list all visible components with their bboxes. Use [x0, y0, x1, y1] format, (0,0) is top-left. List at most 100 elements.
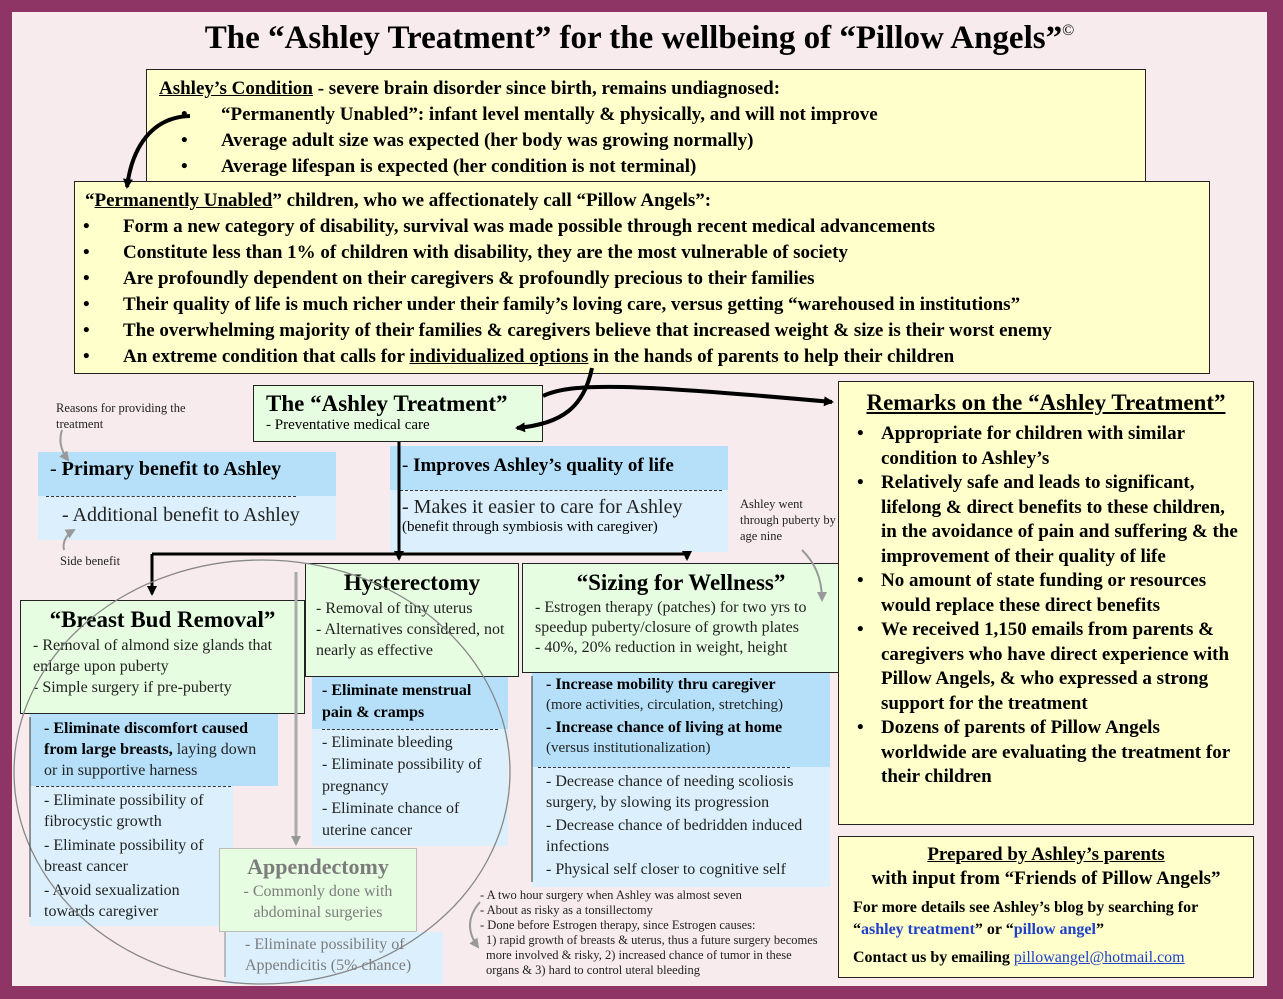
divider [322, 729, 498, 730]
individualized-options: individualized options [409, 346, 589, 367]
sizing-desc: - 40%, 20% reduction in weight, height [535, 639, 788, 656]
dash: - [402, 455, 414, 476]
pillow-angels-item: Are profoundly dependent on their caregi… [61, 266, 1199, 292]
condition-item: Average adult size was expected (her bod… [159, 128, 1133, 154]
condition-heading: Ashley’s Condition [159, 78, 313, 99]
condition-item: Average lifespan is expected (her condit… [159, 154, 1133, 180]
appendectomy-secondary: - Eliminate possibility of Appendicitis … [225, 932, 443, 984]
prepared-by: Prepared by Ashley’s parents [927, 844, 1165, 865]
divider [538, 767, 790, 768]
breast-bud-desc: - Removal of almond size glands that enl… [33, 637, 273, 675]
sizing-title: “Sizing for Wellness” [576, 570, 786, 595]
sizing-desc: - Estrogen therapy (patches) for two yrs… [535, 599, 807, 636]
search-term-pillow-angel[interactable]: pillow angel [1013, 921, 1096, 938]
pillow-angels-box: “Permanently Unabled” children, who we a… [74, 181, 1210, 374]
legend-primary: - Primary benefit to Ashley [38, 452, 336, 496]
condition-item: “Permanently Unabled”: infant level ment… [159, 102, 1133, 128]
quote: ” or “ [974, 921, 1014, 938]
breast-bud-desc: - Simple surgery if pre-puberty [33, 679, 232, 696]
appendectomy-desc: - Commonly done with abdominal surgeries [243, 883, 393, 921]
breast-bud-box[interactable]: “Breast Bud Removal” - Removal of almond… [20, 600, 305, 714]
sizing-primary: - Increase mobility thru caregiver (more… [532, 673, 830, 767]
remarks-item: No amount of state funding or resources … [835, 569, 1243, 618]
surgery-note: - A two hour surgery when Ashley was alm… [480, 888, 742, 902]
breast-bud-primary: - Eliminate discomfort caused from large… [30, 714, 278, 786]
item-text: An extreme condition that calls for [123, 346, 410, 367]
pillow-angels-heading: Permanently Unabled [94, 190, 273, 211]
treatment-box[interactable]: The “Ashley Treatment” - Preventative me… [253, 385, 543, 442]
hysterectomy-title: Hysterectomy [343, 570, 481, 595]
quality-secondary-note: (benefit through symbiosis with caregive… [402, 519, 658, 535]
secondary-benefit: - Decrease chance of bedridden induced i… [546, 817, 803, 855]
hysterectomy-primary: - Eliminate menstrual pain & cramps [312, 677, 508, 729]
secondary-benefit: - Decrease chance of needing scoliosis s… [546, 773, 794, 811]
remarks-item: Appropriate for children with similar co… [835, 422, 1243, 471]
search-term-ashley-treatment[interactable]: ashley treatment [861, 921, 975, 938]
title-text: The “Ashley Treatment” for the wellbeing… [204, 20, 1063, 56]
appendectomy-box[interactable]: Appendectomy - Commonly done with abdomi… [219, 848, 417, 932]
condition-box: Ashley’s Condition - severe brain disord… [146, 69, 1146, 193]
treatment-title: The “Ashley Treatment” [266, 391, 508, 416]
side-benefit-note: Side benefit [60, 554, 121, 568]
pillow-angels-item: The overwhelming majority of their famil… [61, 318, 1199, 344]
remarks-item: Dozens of parents of Pillow Angels world… [835, 716, 1243, 790]
appendectomy-title: Appendectomy [247, 854, 389, 879]
secondary-benefit: - Avoid sexualization towards caregiver [44, 882, 180, 920]
surgery-notes: - A two hour surgery when Ashley was alm… [480, 888, 826, 978]
divider [400, 490, 722, 491]
remarks-heading: Remarks on the “Ashley Treatment” [866, 390, 1226, 415]
copyright-mark: © [1062, 22, 1075, 39]
pillow-angels-item: Constitute less than 1% of children with… [61, 240, 1199, 266]
primary-benefit-note: (versus institutionalization) [546, 740, 711, 756]
quality-primary-label: Improves Ashley’s quality of life [413, 455, 674, 476]
surgery-note: - Done before Estrogen therapy, since Es… [480, 918, 756, 932]
breast-bud-secondary: - Eliminate possibility of fibrocystic g… [30, 786, 233, 926]
pillow-angels-item: Their quality of life is much richer und… [61, 292, 1199, 318]
surgery-note: 1) rapid growth of breasts & uterus, thu… [486, 933, 818, 977]
prepared-with: with input from “Friends of Pillow Angel… [871, 868, 1221, 889]
secondary-benefit: - Eliminate chance of uterine cancer [322, 800, 460, 839]
surgery-note: - About as risky as a tonsillectomy [480, 903, 653, 917]
divider [36, 786, 231, 787]
pillow-angels-subtitle: ” children, who we affectionately call “… [272, 190, 712, 211]
secondary-benefit: - Eliminate possibility of pregnancy [322, 756, 482, 795]
condition-subtitle: - severe brain disorder since birth, rem… [312, 78, 781, 99]
remarks-item: Relatively safe and leads to significant… [835, 471, 1243, 569]
quote: “ [853, 921, 861, 938]
treatment-subtitle: - Preventative medical care [266, 417, 430, 433]
hysterectomy-box[interactable]: Hysterectomy - Removal of tiny uterus - … [305, 563, 519, 677]
pillow-angels-item: Form a new category of disability, survi… [61, 214, 1199, 240]
quote: “ [85, 190, 95, 211]
quality-secondary: - Makes it easier to care for Ashley (be… [390, 490, 728, 552]
contact-line: Contact us by emailing pillowangel@hotma… [853, 947, 1239, 969]
dash: - [50, 458, 62, 480]
page-title: The “Ashley Treatment” for the wellbeing… [12, 20, 1267, 57]
remarks-item: We received 1,150 emails from parents & … [835, 618, 1243, 716]
quality-primary: - Improves Ashley’s quality of life [390, 446, 728, 490]
primary-benefit: - Increase mobility thru caregiver [546, 676, 776, 693]
prepared-box: Prepared by Ashley’s parents with input … [838, 836, 1254, 978]
search-terms: “ashley treatment” or “pillow angel” [853, 919, 1239, 941]
puberty-note: Ashley went through puberty by age nine [740, 497, 836, 543]
pillow-angels-item: An extreme condition that calls for indi… [61, 344, 1199, 370]
legend-primary-label: Primary benefit to Ashley [61, 458, 282, 480]
secondary-benefit: - Eliminate bleeding [322, 734, 453, 751]
legend-secondary-label: - Additional benefit to Ashley [62, 504, 300, 526]
email-link[interactable]: pillowangel@hotmail.com [1013, 949, 1185, 966]
details-text: For more details see Ashley’s blog by se… [853, 899, 1199, 916]
quote: ” [1095, 921, 1104, 938]
hysterectomy-desc: - Alternatives considered, not nearly as… [316, 621, 505, 659]
reasons-note: Reasons for providing the treatment [56, 401, 186, 431]
sizing-secondary: - Decrease chance of needing scoliosis s… [532, 767, 830, 887]
primary-benefit: - Increase chance of living at home [546, 719, 783, 736]
sizing-box[interactable]: “Sizing for Wellness” - Estrogen therapy… [522, 563, 840, 673]
contact-text: Contact us by emailing [853, 949, 1014, 966]
quality-secondary-label: - Makes it easier to care for Ashley [402, 496, 683, 518]
breast-bud-title: “Breast Bud Removal” [49, 607, 276, 632]
secondary-benefit: - Eliminate possibility of fibrocystic g… [44, 792, 204, 830]
legend-secondary: - Additional benefit to Ashley [38, 496, 336, 540]
remarks-box: Remarks on the “Ashley Treatment” Approp… [838, 381, 1254, 825]
item-text: in the hands of parents to help their ch… [588, 346, 955, 367]
secondary-benefit: - Eliminate possibility of breast cancer [44, 837, 204, 875]
poster-canvas: The “Ashley Treatment” for the wellbeing… [12, 12, 1267, 986]
